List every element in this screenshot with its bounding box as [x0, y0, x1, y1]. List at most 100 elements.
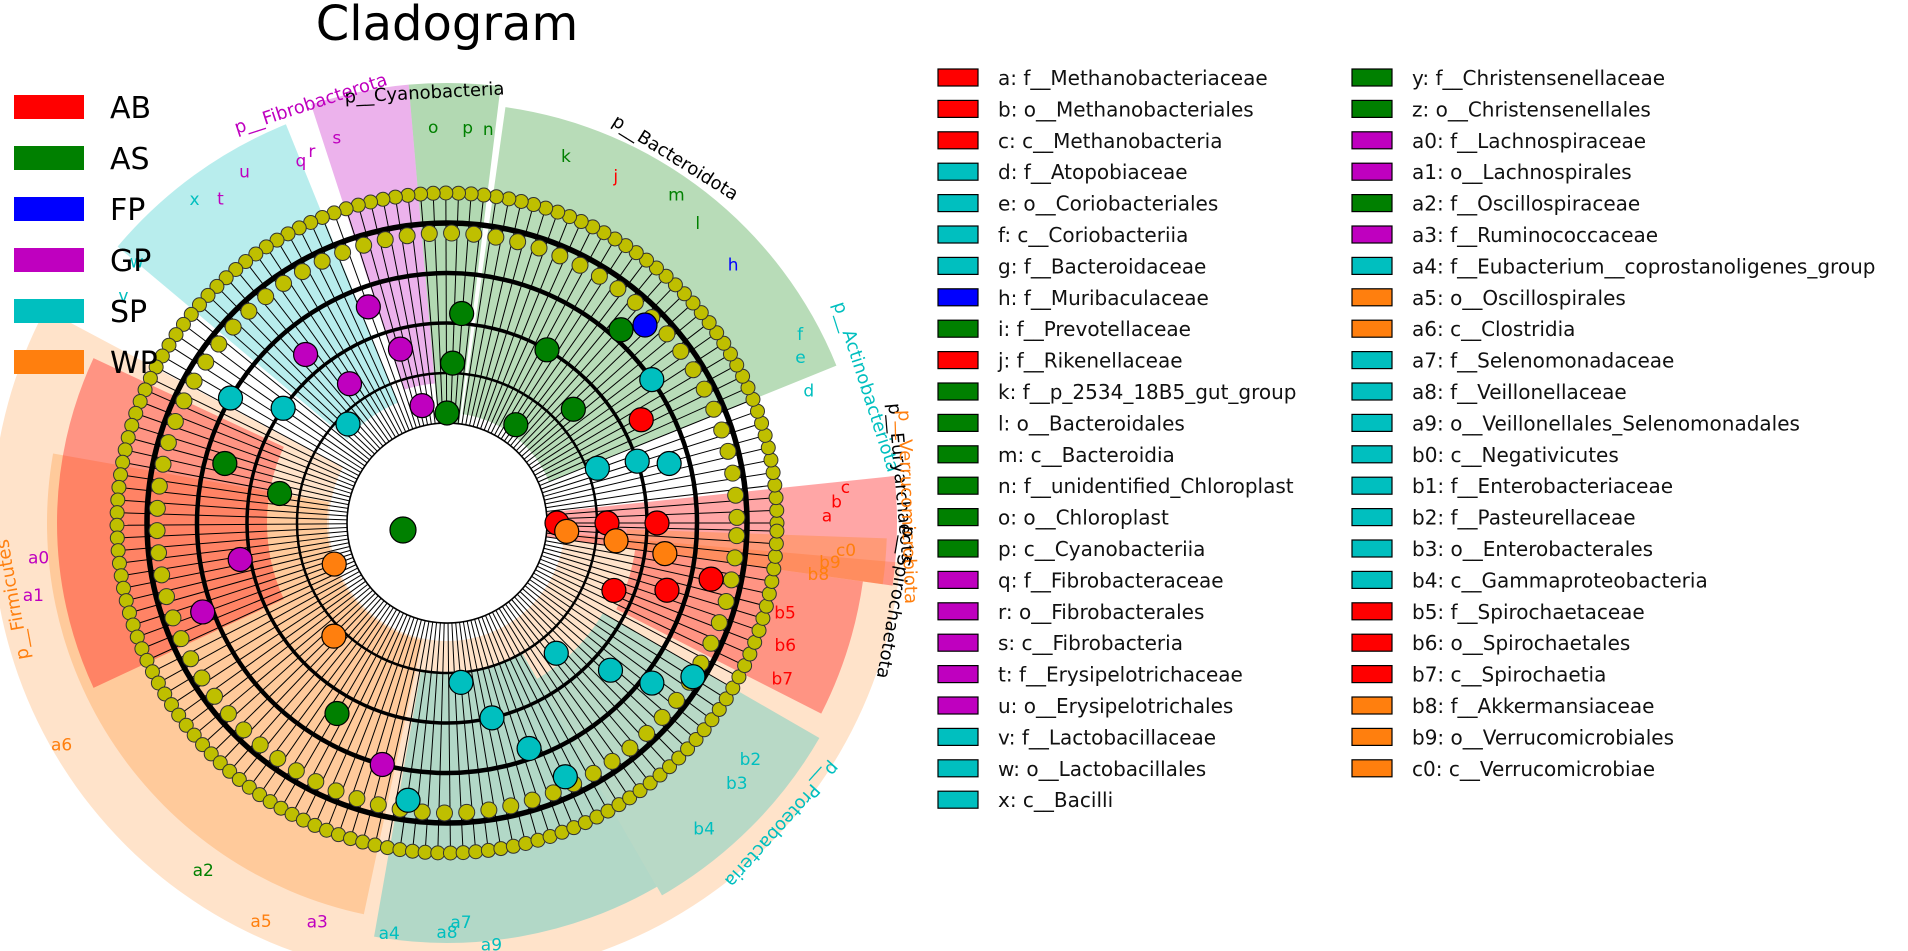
tree-node-leaf: [476, 187, 492, 203]
tree-node-leaf: [488, 189, 504, 205]
tree-node-leaf: [622, 790, 638, 806]
highlight-sector-p: [408, 82, 501, 424]
tree-node-leaf: [769, 502, 785, 518]
tree-node-leaf: [632, 783, 648, 799]
biomarker-node-y: [212, 450, 238, 477]
clade-legend-swatch: [937, 759, 979, 778]
tree-node-leaf: [379, 840, 395, 856]
clade-code-label: b9: [819, 553, 841, 573]
clade-code-label: b4: [693, 819, 715, 839]
tree-node-genus: [257, 288, 275, 306]
clade-legend-entry: z: o__Christensenellales: [1412, 97, 1651, 121]
tree-node-leaf: [109, 505, 125, 521]
clade-code-label: b5: [774, 604, 796, 624]
biomarker-node-b8: [652, 541, 678, 567]
tree-node-leaf: [355, 834, 371, 850]
tree-node-leaf: [765, 465, 781, 481]
tree-node-leaf: [161, 337, 177, 353]
tree-node-leaf: [375, 191, 391, 207]
tree-node-leaf: [218, 270, 234, 286]
biomarker-node-a0: [190, 599, 216, 625]
clade-code-label: a4: [379, 924, 400, 944]
biomarker-node-h: [632, 312, 658, 338]
clade-legend-entry: m: c__Bacteroidia: [998, 443, 1175, 467]
biomarker-node-j: [628, 407, 654, 433]
clade-legend-swatch: [937, 790, 979, 809]
tree-node-genus: [726, 549, 744, 567]
tree-node-genus: [327, 782, 345, 800]
tree-node-genus: [509, 233, 527, 251]
clade-code-label: n: [483, 120, 494, 140]
tree-node-leaf: [113, 467, 129, 483]
clade-legend-swatch: [937, 68, 979, 87]
biomarker-node-i: [608, 317, 634, 343]
clade-legend-swatch: [1351, 194, 1393, 213]
clade-legend-entry: c: c__Methanobacteria: [998, 129, 1222, 153]
tree-node-leaf: [363, 194, 379, 210]
clade-legend-entry: s: c__Fibrobacteria: [998, 631, 1183, 655]
tree-node-genus: [287, 762, 305, 780]
group-legend-swatch: [14, 299, 84, 323]
clade-legend-swatch: [1351, 351, 1393, 370]
clade-code-label: a3: [307, 912, 328, 932]
clade-legend-swatch: [937, 194, 979, 213]
tree-node-genus: [719, 442, 737, 460]
clade-code-label: b8: [808, 565, 830, 585]
tree-node-leaf: [652, 767, 668, 783]
tree-node-leaf: [501, 191, 517, 207]
clade-legend-entry: w: o__Lactobacillales: [998, 757, 1206, 781]
tree-node-genus: [502, 797, 520, 815]
tree-node-genus: [523, 791, 541, 809]
highlight-sector-a0: [56, 358, 284, 688]
clade-legend-entry: b3: o__Enterobacterales: [1412, 537, 1653, 561]
clade-code-label: m: [668, 185, 685, 205]
tree-node-genus: [197, 353, 215, 371]
clade-legend-entry: b0: c__Negativicutes: [1412, 443, 1619, 467]
tree-node-genus: [240, 302, 258, 320]
tree-node-leaf: [711, 701, 727, 717]
tree-node-genus: [182, 650, 200, 668]
clade-code-label: v: [118, 286, 128, 306]
tree-node-genus: [435, 804, 453, 822]
tree-node-leaf: [195, 737, 211, 753]
biomarker-node-b9: [603, 528, 629, 554]
clade-legend-swatch: [1351, 319, 1393, 338]
group-legend-swatch: [14, 248, 84, 272]
clade-code-label: u: [239, 162, 250, 182]
tree-node-genus: [571, 256, 589, 274]
tree-node-leaf: [618, 238, 634, 254]
clade-code-label: a: [822, 506, 832, 526]
tree-node-leaf: [455, 845, 471, 861]
tree-node-genus: [710, 614, 728, 632]
clade-legend-entry: l: o__Bacteroidales: [998, 411, 1185, 435]
tree-node-leaf: [178, 717, 194, 733]
clade-legend-swatch: [937, 633, 979, 652]
tree-node-leaf: [526, 197, 542, 213]
highlight-sector-c0: [625, 529, 887, 585]
clade-legend-swatch: [1351, 225, 1393, 244]
biomarker-node-t: [292, 341, 319, 368]
tree-node-leaf: [405, 843, 421, 859]
clade-legend-entry: b8: f__Akkermansiaceae: [1412, 694, 1654, 718]
group-legend-swatch: [14, 146, 84, 170]
tree-node-leaf: [680, 741, 696, 757]
clade-code-label: a7: [450, 913, 471, 933]
clade-legend-entry: r: o__Fibrobacterales: [998, 600, 1204, 624]
biomarker-node-z: [266, 480, 293, 507]
tree-node-genus: [717, 592, 735, 610]
clade-legend-entry: b6: o__Spirochaetales: [1412, 631, 1630, 655]
clade-code-label: d: [803, 381, 814, 401]
clade-legend-swatch: [937, 131, 979, 150]
tree-node-genus: [154, 455, 172, 473]
clade-code-label: a6: [51, 736, 72, 756]
group-legend-label: WP: [110, 346, 158, 381]
biomarker-node-a3: [369, 751, 395, 778]
tree-node-genus: [166, 412, 184, 430]
clade-code-label: b: [831, 493, 842, 513]
clade-legend-swatch: [937, 602, 979, 621]
tree-node-leaf: [642, 775, 658, 791]
tree-node-genus: [695, 380, 713, 398]
tree-node-leaf: [392, 842, 408, 858]
tree-node-leaf: [109, 530, 125, 546]
